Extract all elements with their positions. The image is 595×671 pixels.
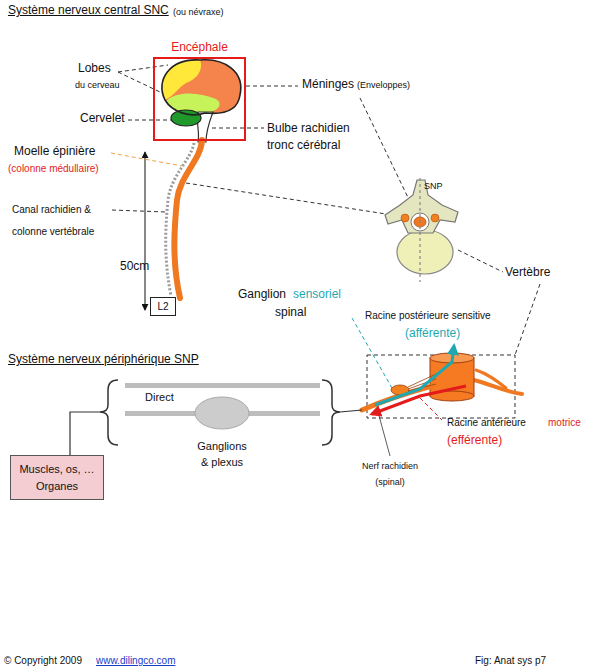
brace	[100, 380, 118, 445]
label: Fig: Anat sys p7	[475, 655, 546, 667]
brain-outline	[162, 60, 241, 115]
target-box: Muscles, os, … Organes	[10, 455, 104, 500]
heading: Système nerveux central SNC	[8, 4, 169, 18]
label: Direct	[145, 391, 174, 404]
leader-line	[212, 128, 264, 129]
pathway-bar	[125, 383, 320, 388]
link-line	[70, 412, 100, 455]
leader-line	[118, 65, 168, 72]
leader-line	[128, 120, 172, 121]
label: Vertèbre	[505, 266, 550, 280]
ganglion-symbol	[195, 397, 249, 429]
region-box: Encéphale	[153, 57, 246, 141]
label: Lobes	[78, 62, 111, 76]
leader-line	[458, 250, 503, 272]
link-line	[340, 410, 362, 412]
midline	[419, 178, 420, 282]
label: (ou névraxe)	[173, 7, 224, 17]
spinal-cord	[174, 140, 202, 298]
node-text: L2	[157, 301, 168, 313]
leader-line	[111, 153, 182, 166]
cerebellum	[171, 110, 201, 126]
label: © Copyright 2009	[4, 655, 82, 667]
spinal-ganglion	[401, 214, 409, 222]
vertebra-level-box: L2	[150, 297, 176, 316]
brace	[322, 380, 340, 445]
leader-line	[112, 210, 166, 212]
leader-line	[246, 86, 298, 87]
node-text: Encéphale	[145, 40, 254, 54]
node-text: Muscles, os, … Organes	[15, 461, 99, 495]
vertebral-body	[397, 230, 453, 274]
label: du cerveau	[75, 80, 120, 90]
label: Racine antérieure	[447, 417, 526, 429]
label: (Enveloppes)	[357, 80, 410, 90]
label: www.dilingco.com	[96, 655, 175, 667]
leader-line	[515, 284, 540, 355]
label: (colonne médullaire)	[8, 163, 99, 175]
label: sensoriel	[293, 288, 341, 302]
dimension-arrow	[145, 152, 146, 310]
afferent-arrow	[375, 346, 454, 405]
leader-line	[360, 98, 415, 212]
label: spinal	[275, 306, 306, 320]
leader-line	[420, 398, 442, 420]
label: Cervelet	[80, 112, 125, 126]
label: Racine postérieure sensitive	[365, 310, 491, 322]
label: SNP	[424, 181, 443, 191]
label: 50cm	[120, 260, 149, 274]
label: Nerf rachidien (spinal)	[355, 458, 425, 490]
brain-frontal	[162, 60, 241, 115]
label: Canal rachidien & colonne vertébrale	[12, 199, 112, 243]
label: Ganglion	[238, 288, 286, 302]
label: Ganglions & plexus	[194, 438, 250, 470]
label: Moelle épinière	[14, 145, 95, 159]
label: Bulbe rachidien tronc cérébral	[267, 120, 367, 154]
leader-line	[352, 318, 392, 388]
label: (afférente)	[405, 327, 460, 341]
leader-line	[186, 183, 386, 214]
label: motrice	[548, 417, 581, 429]
efferent-arrow	[372, 386, 466, 414]
label: Méninges	[302, 78, 354, 92]
spinal-ganglion	[431, 214, 439, 222]
leader-line	[378, 412, 390, 456]
label: Système nerveux périphérique SNP	[8, 353, 199, 367]
nerve-branch	[476, 370, 506, 388]
label: (efférente)	[447, 434, 502, 448]
vertebral-arch	[385, 180, 458, 233]
